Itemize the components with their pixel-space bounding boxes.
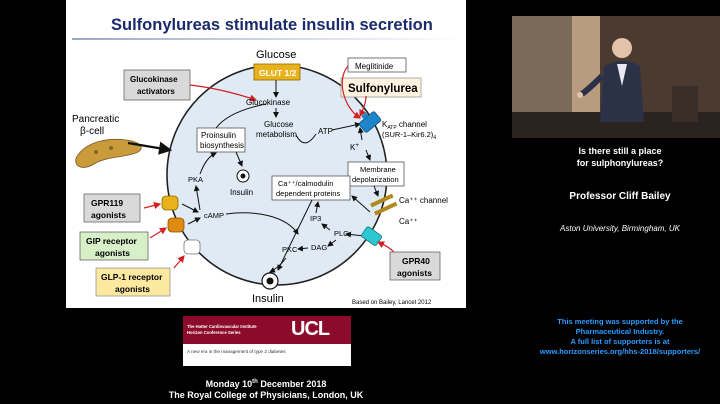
- katp-rest: channel: [397, 120, 427, 129]
- gpr119-label-1: GPR119: [91, 198, 123, 208]
- support-line-3: A full list of supporters is at: [570, 337, 670, 346]
- slide-title: Sulfonylureas stimulate insulin secretio…: [111, 16, 433, 34]
- ucl-logo: UCL: [291, 318, 330, 340]
- pancreatic-label-1: Pancreatic: [72, 114, 119, 125]
- event-date: Monday 10th December 2018 The Royal Coll…: [66, 377, 466, 401]
- support-line-1: This meeting was supported by the: [557, 317, 683, 326]
- atp-label: ATP: [318, 127, 333, 136]
- presentation-slide: Sulfonylureas stimulate insulin secretio…: [66, 0, 466, 308]
- sulfonylurea-label: Sulfonylurea: [348, 83, 418, 95]
- insulin-out-label: Insulin: [252, 293, 284, 305]
- katp-k: K: [382, 120, 388, 129]
- glp1-label-1: GLP-1 receptor: [101, 272, 163, 282]
- question-line-2: for sulphonylureas?: [576, 158, 664, 168]
- glucokinase-activators-label-1: Glucokinase: [130, 75, 178, 84]
- katp-sub-label: (SUR-1–Kir6.2): [382, 130, 434, 139]
- support-line-2: Pharmaceutical Industry.: [575, 327, 665, 336]
- membrane-depol-label-1: Membrane: [360, 165, 396, 174]
- presenter-name: Professor Cliff Bailey: [569, 191, 671, 202]
- gpr119-label-2: agonists: [91, 210, 126, 220]
- gpr40-label-2: agonists: [397, 268, 432, 278]
- proinsulin-label-1: Proinsulin: [201, 131, 236, 140]
- glucose-metabolism-label-1: Glucose: [264, 120, 294, 129]
- gpr40-receptor-icon: [361, 226, 383, 246]
- glut-transporter: [253, 63, 301, 81]
- ca-plus-label: Ca⁺⁺: [399, 217, 418, 226]
- svg-text:(SUR-1–Kir6.2)4: (SUR-1–Kir6.2)4: [382, 130, 436, 141]
- ca-calmodulin-label-1: Ca⁺⁺/calmodulin: [278, 179, 333, 188]
- glp1-label-2: agonists: [115, 284, 150, 294]
- membrane-depol-label-2: depolarization: [352, 175, 399, 184]
- date-pre: Monday 10: [205, 379, 253, 389]
- katp-sub: ATP: [387, 125, 397, 131]
- plc-label: PLC: [334, 229, 349, 238]
- citation: Based on Bailey, Lancet 2012: [352, 300, 432, 306]
- support-notice: This meeting was supported by the Pharma…: [520, 317, 720, 357]
- katp-sub-4: 4: [433, 135, 436, 141]
- kplus-label: K: [350, 143, 356, 152]
- date-post: December 2018: [257, 379, 327, 389]
- ca-channel-icon: [370, 193, 398, 216]
- talk-question: Is there still a place for sulphonylurea…: [520, 145, 720, 169]
- glucose-metabolism-label-2: metabolism: [256, 130, 297, 139]
- ca-channel-label: Ca⁺⁺ channel: [399, 196, 448, 205]
- gip-label-2: agonists: [95, 248, 130, 258]
- pancreatic-label-2: β-cell: [80, 126, 104, 137]
- pkc-label: PKC: [282, 245, 298, 254]
- meglitinide-label: Meglitinide: [355, 62, 394, 71]
- proinsulin-label-2: biosynthesis: [200, 141, 244, 150]
- speaker-video: [512, 16, 720, 138]
- glp1-receptor-icon: [183, 239, 201, 255]
- date-sup: th: [252, 379, 258, 385]
- svg-text:K+: K+: [350, 143, 359, 152]
- svg-text:KATP channel: KATP channel: [382, 120, 427, 131]
- pka-label: PKA: [188, 175, 203, 184]
- gip-receptor-icon: [167, 217, 185, 233]
- glucokinase-activators-label-2: activators: [137, 87, 175, 96]
- gpr40-label-1: GPR40: [402, 256, 430, 266]
- conference-banner: The Hatter Cardiovascular Institute Hori…: [183, 316, 351, 366]
- venue: The Royal College of Physicians, London,…: [168, 390, 364, 400]
- glucose-label: Glucose: [256, 49, 296, 61]
- insulin-inner-label: Insulin: [230, 188, 253, 197]
- ca-calmodulin-label-2: dependent proteins: [276, 189, 340, 198]
- banner-subtitle: A new era in the management of type 2 di…: [187, 349, 286, 354]
- banner-line-2: Horizon Conference Series: [187, 330, 241, 335]
- dag-label: DAG: [311, 243, 327, 252]
- glucokinase-label: Glucokinase: [246, 98, 291, 107]
- gip-label-1: GIP receptor: [86, 236, 138, 246]
- ip3-label: IP3: [310, 214, 321, 223]
- pancreas-icon: [75, 139, 142, 168]
- glut-label: GLUT 1/2: [259, 68, 297, 78]
- presenter-affiliation: Aston University, Birmingham, UK: [560, 224, 680, 233]
- question-line-1: Is there still a place: [578, 146, 662, 156]
- gpr119-receptor-icon: [161, 195, 179, 211]
- support-url[interactable]: www.horizonseries.org/hhs-2018/supporter…: [539, 347, 701, 356]
- banner-line-1: The Hatter Cardiovascular Institute: [187, 324, 257, 329]
- camp-label: cAMP: [204, 211, 224, 220]
